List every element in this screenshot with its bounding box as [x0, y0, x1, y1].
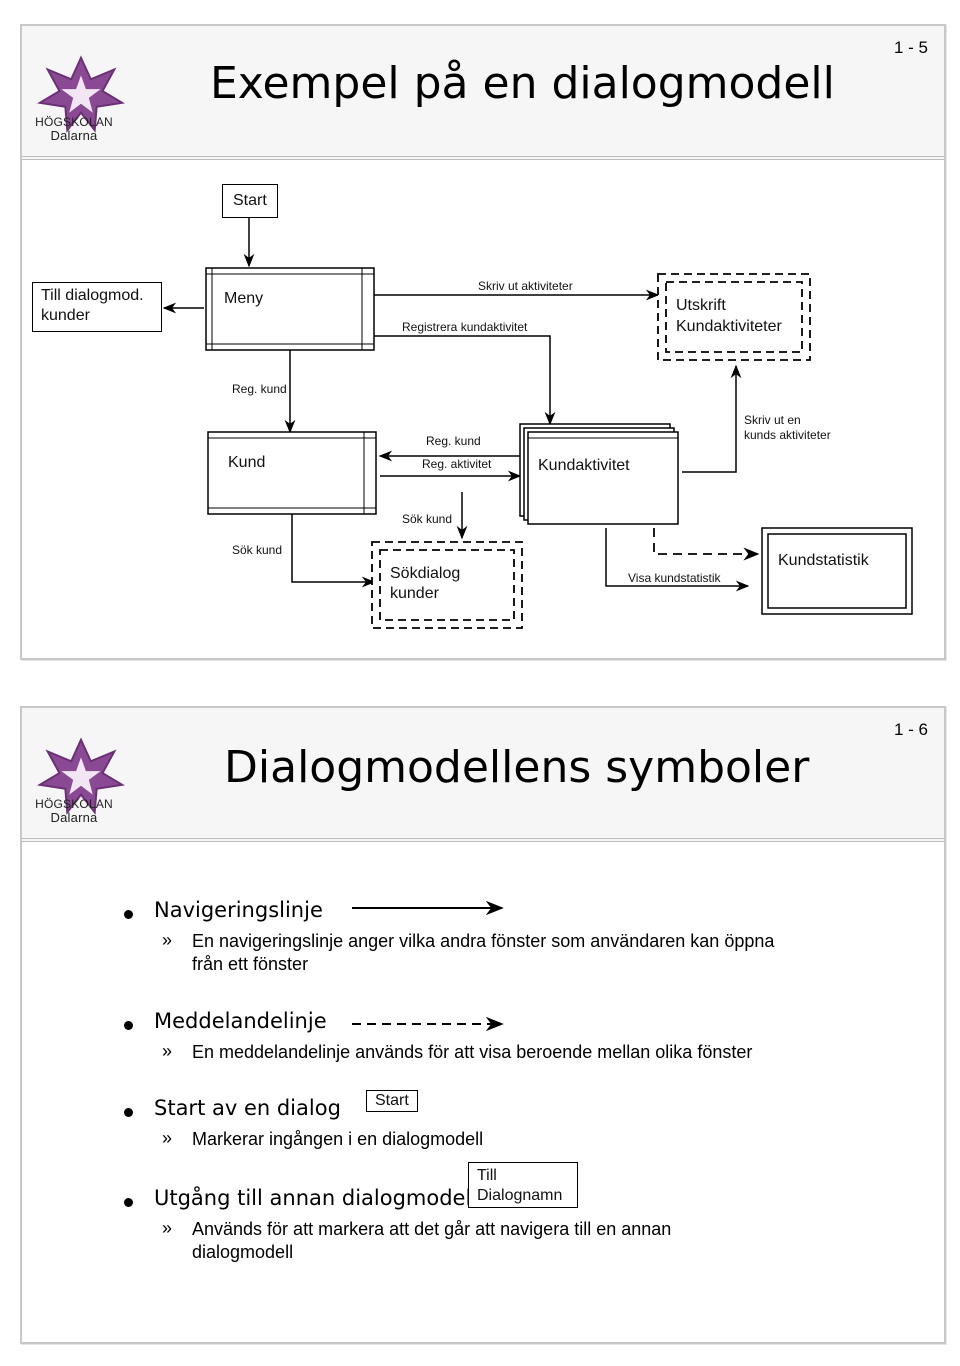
edge-label-reg-kund-2: Reg. kund	[426, 434, 481, 448]
bullet	[124, 910, 133, 919]
exit-symbol-line1: Till	[477, 1167, 497, 1184]
logo-text-line1: HÖGSKOLAN	[35, 115, 113, 129]
start-node: Start	[222, 184, 278, 218]
bullet	[124, 1021, 133, 1030]
window-kundaktivitet	[519, 423, 679, 525]
slide-dialog-model-example: HÖGSKOLAN Dalarna Exempel på en dialogmo…	[20, 24, 946, 660]
dialog-model-diagram	[162, 218, 913, 629]
window-meny	[205, 267, 375, 351]
till-label-2: kunder	[41, 307, 90, 324]
sub-marker: »	[162, 1128, 173, 1148]
sokdialog-label-2: kunder	[390, 585, 439, 602]
item-navigeringslinje-desc-2: från ett fönster	[192, 954, 309, 974]
star-flower-logo	[37, 737, 125, 815]
kundaktivitet-label: Kundaktivitet	[538, 457, 630, 474]
sub-marker: »	[162, 1041, 173, 1061]
edge-label-visa-kundstatistik: Visa kundstatistik	[628, 571, 721, 585]
edge-label-sok-kund-2: Sök kund	[232, 543, 283, 557]
slide-title: Exempel på en dialogmodell	[210, 58, 835, 109]
logo-text-line2: Dalarna	[50, 128, 98, 143]
message-line-kundstatistik	[653, 528, 760, 561]
edge-label-registrera: Registrera kundaktivitet	[402, 320, 528, 334]
window-sokdialog	[371, 541, 523, 629]
meny-label: Meny	[224, 290, 264, 307]
page-number: 1 - 6	[893, 720, 928, 739]
exit-node-till-dialog: Till dialogmod. kunder	[32, 282, 162, 332]
slide-header: HÖGSKOLAN Dalarna Dialogmodellens symbol…	[22, 708, 944, 842]
sokdialog-label-1: Sökdialog	[390, 565, 461, 582]
item-start-dialog-desc: Markerar ingången i en dialogmodell	[192, 1129, 484, 1149]
window-utskrift	[657, 273, 811, 361]
edge-label-skriv-ut-kunds-2: kunds aktiviteter	[744, 428, 831, 442]
exit-symbol-box: Till Dialognamn	[468, 1162, 578, 1208]
bullet	[124, 1108, 133, 1117]
utskrift-label-2: Kundaktiviteter	[676, 318, 782, 335]
kund-label: Kund	[228, 454, 266, 471]
item-meddelandelinje: Meddelandelinje	[154, 1009, 327, 1033]
sub-marker: »	[162, 930, 173, 950]
edge-meny-kundaktivitet	[372, 335, 556, 426]
page-number: 1 - 5	[893, 38, 928, 57]
edge-kund-sokdialog	[291, 514, 376, 588]
start-label: Start	[233, 192, 267, 209]
start-symbol-box: Start	[366, 1090, 418, 1112]
edge-kundaktivitet-utskrift	[682, 364, 742, 473]
item-meddelandelinje-desc: En meddelandelinje används för att visa …	[192, 1042, 753, 1062]
utskrift-label-1: Utskrift	[676, 297, 726, 314]
edge-label-sok-kund-1: Sök kund	[402, 512, 453, 526]
kundstatistik-label: Kundstatistik	[778, 552, 869, 569]
item-start-dialog: Start av en dialog	[154, 1096, 341, 1120]
star-flower-logo	[37, 55, 125, 133]
sub-marker: »	[162, 1218, 173, 1238]
window-kund	[207, 431, 377, 515]
edge-kundaktivitet-kundstatistik	[605, 528, 750, 592]
edge-label-reg-aktivitet: Reg. aktivitet	[422, 457, 492, 471]
item-utgang-desc-1: Används för att markera att det går att …	[192, 1219, 672, 1239]
item-navigeringslinje-desc-1: En navigeringslinje anger vilka andra fö…	[192, 931, 775, 951]
slide-header: HÖGSKOLAN Dalarna Exempel på en dialogmo…	[22, 26, 944, 160]
edge-label-reg-kund-1: Reg. kund	[232, 382, 287, 396]
till-label-1: Till dialogmod.	[41, 287, 144, 304]
exit-symbol-line2: Dialognamn	[477, 1187, 563, 1204]
edge-label-skriv-ut: Skriv ut aktiviteter	[478, 279, 573, 293]
bullet	[124, 1198, 133, 1207]
slide-title: Dialogmodellens symboler	[224, 742, 810, 793]
item-utgang-desc-2: dialogmodell	[192, 1242, 294, 1262]
item-utgang: Utgång till annan dialogmodell	[154, 1186, 478, 1210]
item-navigeringslinje: Navigeringslinje	[154, 898, 323, 922]
slide-dialog-model-symbols: HÖGSKOLAN Dalarna Dialogmodellens symbol…	[20, 706, 946, 1344]
edge-label-skriv-ut-kunds-1: Skriv ut en	[744, 413, 801, 427]
window-kundstatistik	[761, 527, 913, 615]
logo-text-line2: Dalarna	[50, 810, 98, 825]
symbol-legend-lines	[352, 900, 504, 1032]
logo-text-line1: HÖGSKOLAN	[35, 797, 113, 811]
